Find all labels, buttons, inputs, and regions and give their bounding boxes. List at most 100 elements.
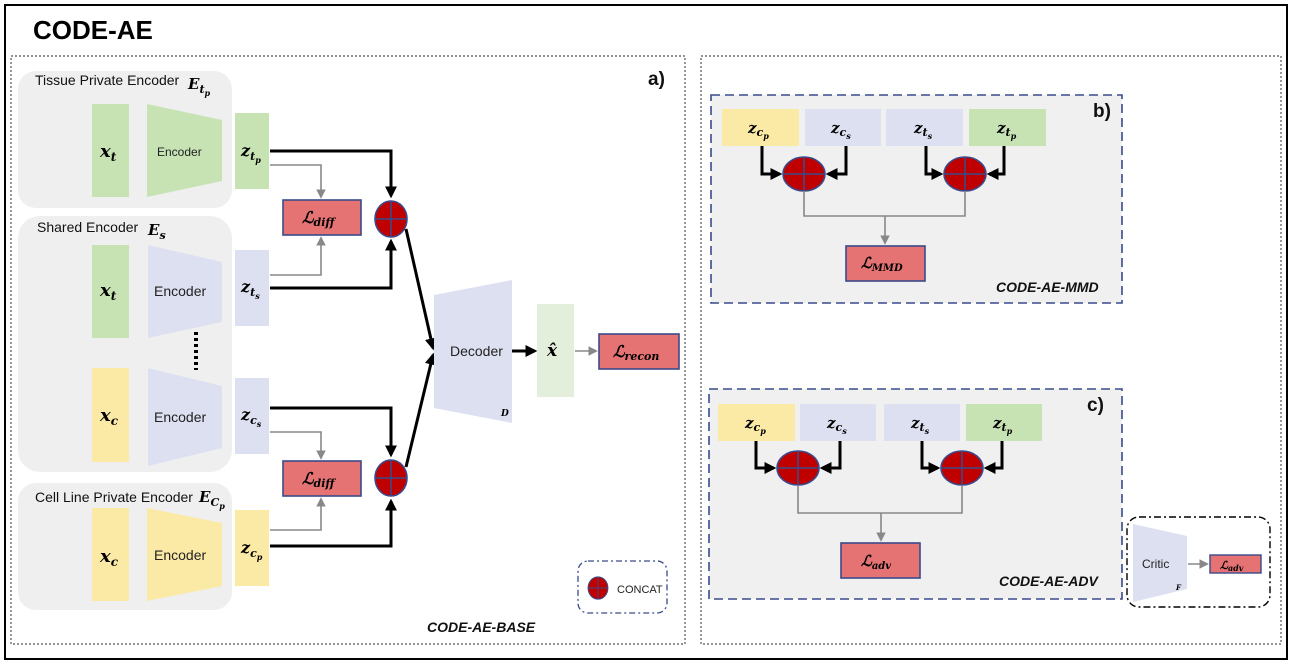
c-latent-zcp-box [718, 404, 795, 441]
c-latent-zts-label: zts [910, 414, 930, 436]
arrow-zcp-to-ldiff [270, 497, 326, 531]
c-concat-left [776, 450, 820, 486]
b-loss-mmd-label: ℒMMD [861, 254, 903, 274]
critic-symbol: F [1175, 583, 1182, 592]
cell-encoder-symbol: ECp [198, 488, 225, 511]
panel-b-label: b) [1093, 101, 1111, 122]
c-latent-zts-box [884, 404, 960, 441]
tissue-encoder-shape [147, 104, 222, 197]
shared-encoder-label-top: Encoder [154, 283, 206, 299]
tissue-encoder-label: Encoder [157, 145, 202, 159]
diagram-title: CODE-AE [33, 15, 153, 45]
c-latent-zcs-label: zcs [826, 414, 847, 436]
b-latent-ztp-box [969, 109, 1046, 146]
shared-encoder-title: Shared Encoder [37, 219, 139, 235]
concat-legend-label: CONCAT [617, 584, 663, 596]
critic-shape [1133, 524, 1187, 602]
input-xc-box [92, 508, 129, 601]
panel-b-caption: CODE-AE-MMD [996, 279, 1099, 295]
c-merge-lines [797, 485, 963, 514]
c-latent-ztp-box [966, 404, 1042, 441]
input-xc-label: xc [99, 546, 119, 569]
input-xt-shared-label: xt [99, 280, 117, 303]
b-concat-right [943, 156, 987, 192]
latent-zts-label: zts [240, 277, 260, 301]
b-arrow-zcp [760, 146, 783, 180]
loss-diff-bottom-label: ℒdiff [302, 469, 336, 490]
cell-encoder-shape [147, 508, 222, 601]
input-xc-shared-label: xc [99, 405, 119, 428]
decoder-symbol: D [500, 409, 509, 419]
output-xhat-box [537, 304, 574, 397]
shared-encoder-shape-top [148, 245, 222, 338]
latent-ztp-box [235, 113, 269, 189]
loss-recon-box [598, 333, 680, 370]
panel-a-label: a) [648, 69, 665, 90]
b-loss-mmd-box [845, 245, 926, 282]
tissue-encoder-symbol: Etp [187, 75, 211, 98]
input-xc-shared-box [92, 368, 129, 462]
c-loss-adv-label: ℒadv [861, 552, 891, 572]
c-latent-zcs-box [800, 404, 876, 441]
b-arrow-zts [924, 146, 944, 180]
b-latent-zts-label: zts [913, 119, 933, 141]
b-concat-left [782, 156, 826, 192]
b-latent-zts-box [886, 109, 963, 146]
input-xt-shared-box [92, 245, 129, 338]
c-latent-zcp-label: zcp [744, 414, 766, 436]
latent-zcs-label: zcs [240, 405, 262, 429]
latent-ztp-label: ztp [240, 141, 261, 165]
cell-encoder-title: Cell Line Private Encoder [35, 489, 193, 505]
c-arrow-zcs [819, 441, 842, 474]
latent-zcs-box [235, 378, 269, 454]
arrow-concat-bottom-to-decoder [404, 352, 437, 468]
cell-encoder-label: Encoder [154, 547, 206, 563]
loss-diff-top-box [282, 199, 362, 236]
shared-encoder-label-bottom: Encoder [154, 409, 206, 425]
b-arrow-ztp [986, 146, 1006, 180]
c-latent-ztp-label: ztp [992, 414, 1013, 436]
c-concat-right [940, 450, 984, 486]
loss-recon-label: ℒrecon [613, 342, 659, 363]
arrow-zts-to-ldiff [270, 236, 326, 276]
critic-label: Critic [1142, 557, 1169, 571]
panel-c-caption: CODE-AE-ADV [999, 573, 1099, 589]
tissue-encoder-title: Tissue Private Encoder [35, 72, 180, 88]
b-latent-ztp-label: ztp [996, 119, 1017, 141]
b-arrow-zcs [825, 146, 848, 180]
loss-diff-top-label: ℒdiff [302, 208, 336, 229]
panel-bc-frame [700, 55, 1282, 645]
b-latent-zcp-label: zcp [747, 119, 769, 141]
arrow-zcp-to-concat [270, 498, 397, 548]
b-latent-zcp-box [722, 109, 799, 146]
arrow-ztp-to-ldiff [270, 164, 326, 199]
output-xhat-label: x̂ [546, 341, 558, 361]
decoder-shape [434, 280, 512, 423]
input-xt-box [92, 104, 129, 197]
panel-a-caption: CODE-AE-BASE [427, 619, 536, 635]
critic-box [1126, 516, 1271, 608]
b-latent-zcs-box [805, 109, 881, 146]
loss-diff-bottom-box [282, 460, 362, 497]
arrow-zts-to-concat [270, 238, 397, 290]
latent-zts-box [235, 250, 269, 326]
critic-loss-adv-box [1209, 554, 1262, 574]
input-xt-label: xt [99, 141, 117, 164]
c-arrow-zcp [754, 441, 777, 474]
concat-legend-icon [587, 576, 609, 600]
arrow-zcs-to-concat [270, 406, 397, 458]
shared-encoder-symbol: Es [147, 221, 166, 242]
c-arrow-ztp [983, 441, 1004, 474]
b-latent-zcs-label: zcs [830, 119, 851, 141]
arrow-zcs-to-ldiff [270, 431, 326, 460]
concat-top [374, 200, 408, 238]
panel-c-label: c) [1087, 395, 1104, 416]
latent-zcp-label: zcp [240, 538, 263, 562]
c-loss-adv-box [840, 542, 921, 579]
critic-loss-adv-label: ℒadv [1220, 559, 1244, 573]
arrow-concat-top-to-decoder [404, 228, 437, 351]
shared-encoder-shape-bottom [148, 368, 222, 466]
latent-zcp-box [235, 510, 269, 586]
panel-a-frame [10, 55, 686, 645]
